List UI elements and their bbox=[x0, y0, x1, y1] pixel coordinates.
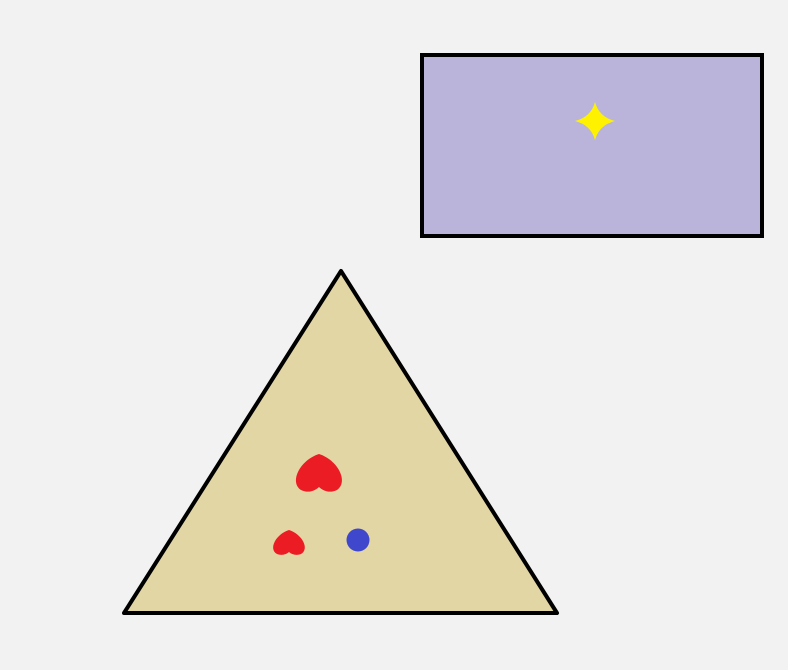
tan-triangle bbox=[122, 269, 559, 615]
star-icon bbox=[575, 102, 615, 140]
heart-icon-small bbox=[273, 530, 305, 555]
heart-icon-large bbox=[295, 454, 343, 492]
purple-rectangle bbox=[420, 53, 764, 238]
blue-dot-icon bbox=[346, 528, 370, 552]
